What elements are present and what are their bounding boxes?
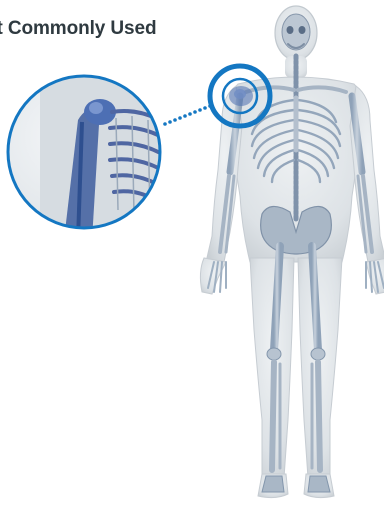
- callout-connector: [163, 104, 212, 126]
- skeleton: [208, 14, 384, 492]
- magnified-shoulder: [8, 68, 170, 240]
- shoulder-highlight: [229, 86, 253, 106]
